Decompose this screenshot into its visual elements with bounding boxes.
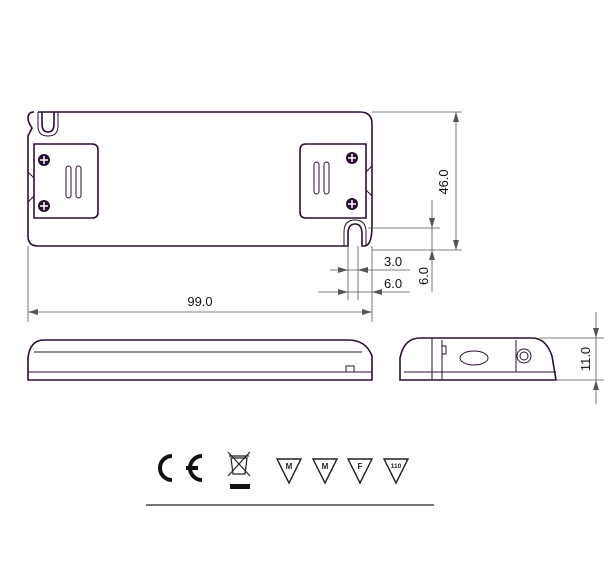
right-terminal-block [299, 143, 367, 219]
ce-mark-icon [158, 454, 203, 482]
end-view [399, 337, 557, 381]
weee-bin-icon [227, 451, 251, 489]
top-view-outline [27, 111, 373, 247]
right-terminal-slot-2 [323, 161, 330, 195]
top-view [27, 111, 373, 247]
cable-opening [459, 350, 489, 366]
right-terminal-slot-1 [313, 161, 320, 195]
screw-icon [516, 348, 532, 364]
screw-icon [346, 198, 358, 210]
dimension-slot-offset: 6.0 [318, 246, 410, 300]
left-notch [27, 171, 35, 203]
dimension-width: 46.0 [372, 111, 462, 251]
slot-offset-dimension-label: 6.0 [384, 276, 402, 291]
svg-text:M: M [286, 462, 293, 471]
m-mark-icon: M [311, 458, 339, 485]
slot-width-dimension-label: 3.0 [384, 254, 402, 269]
screw-icon [38, 154, 50, 166]
dimension-height: 11.0 [540, 312, 604, 404]
certification-marks: M M F 110 [146, 451, 434, 506]
side-view-outline [27, 339, 373, 381]
width-dimension-label: 46.0 [436, 169, 451, 194]
right-notch [365, 165, 373, 197]
screw-icon [38, 200, 50, 212]
svg-text:M: M [322, 462, 329, 471]
left-terminal-block [33, 143, 99, 219]
slot-depth-dimension-label: 6.0 [416, 267, 431, 285]
svg-text:F: F [358, 462, 363, 471]
left-terminal-slot-1 [65, 165, 72, 199]
svg-text:110: 110 [391, 463, 402, 470]
right-slot-inner [343, 219, 367, 246]
temperature-mark-icon: 110 [382, 458, 410, 485]
end-view-outline [399, 337, 557, 381]
dimension-slot-width: 3.0 [330, 246, 410, 300]
left-slot-inner [37, 112, 59, 137]
dimension-slot-depth: 6.0 [368, 200, 440, 292]
length-dimension-label: 99.0 [187, 294, 212, 309]
side-view [27, 339, 373, 381]
m-mark-icon: M [275, 458, 303, 485]
screw-icon [346, 152, 358, 164]
left-terminal-slot-2 [75, 165, 82, 199]
dimension-length: 99.0 [27, 246, 373, 322]
f-mark-icon: F [346, 458, 374, 485]
height-dimension-label: 11.0 [578, 347, 593, 371]
